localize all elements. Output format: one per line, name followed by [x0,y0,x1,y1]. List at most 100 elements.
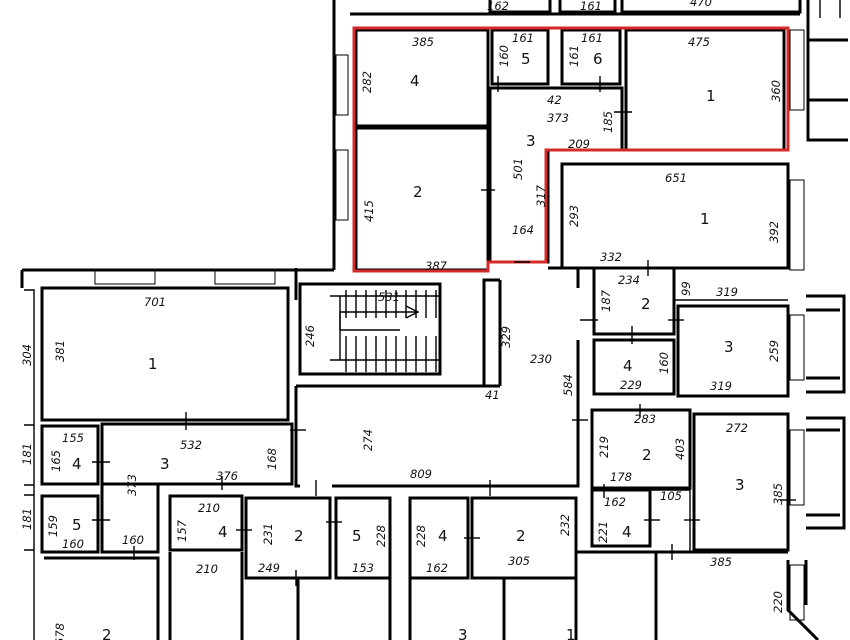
room-number: 4 [438,527,448,545]
room-top-a [488,0,552,14]
dim-label: 210 [196,562,218,576]
window [335,149,349,221]
top-strip [350,0,802,16]
dim-label: 41 [485,388,500,402]
window [214,269,276,285]
room-1-left [40,286,290,422]
room-3-east [692,412,790,552]
dim-label: 220 [771,591,785,613]
dim-label: 157 [175,519,189,542]
dim-label: 162 [426,561,448,575]
room-number: 2 [294,527,304,545]
dim-label: 415 [362,200,376,222]
dim-label: 219 [597,436,611,458]
room-5-upper [490,28,550,86]
room-number: 1 [566,626,576,640]
room-number: 3 [160,455,170,473]
dim-label: 187 [599,289,613,312]
dim-label: 181 [20,443,34,465]
dim-label: 162 [604,495,626,509]
dim-label: 385 [412,35,434,49]
dim-label: 305 [508,554,530,568]
dim-label: 99 [679,281,693,296]
dim-label: 231 [261,523,275,545]
room-number: 3 [724,338,734,356]
dim-label: 470 [690,0,712,9]
staircase [298,282,442,376]
room-number: 1 [148,355,158,373]
dim-label: 293 [567,205,581,227]
dim-label: 317 [534,184,548,207]
dim-label: 329 [499,326,513,348]
dim-label: 232 [558,514,572,536]
east-block [576,404,796,640]
window [789,29,805,111]
room-4-east [590,488,652,548]
dim-label: 155 [62,431,84,445]
dim-label: 42 [547,93,562,107]
dim-label: 161 [581,31,603,45]
room-3-left-lower [100,482,160,554]
dim-label: 319 [716,285,738,299]
room-number: 2 [516,527,526,545]
room-top-c [620,0,802,14]
dim-label: 249 [258,561,280,575]
window [94,269,156,285]
room-number: 3 [526,132,536,150]
middle-bottom-block [44,494,578,640]
dim-label: 160 [62,537,84,551]
dim-label: 332 [600,250,622,264]
dim-label: 283 [634,412,656,426]
dim-label: 578 [53,623,67,640]
dim-label: 584 [561,374,575,396]
windows [94,29,805,621]
dim-label: 229 [620,378,642,392]
dim-label: 385 [710,555,732,569]
dim-label: 360 [769,80,783,102]
dim-label: 161 [580,0,602,13]
dim-label: 385 [771,483,785,505]
dim-label: 228 [414,525,428,547]
dim-label: 272 [726,421,748,435]
dim-label: 532 [180,438,202,452]
right-block [560,162,790,398]
dim-label: 159 [46,515,60,537]
dim-label: 373 [547,111,569,125]
dim-label: 160 [497,45,511,67]
room-4-mid [168,494,244,552]
dim-label: 246 [303,325,317,347]
room-number: 1 [706,87,716,105]
dim-label: 185 [601,111,615,133]
dim-label: 160 [657,352,671,374]
dim-label: 161 [512,31,534,45]
room-6-upper [560,28,622,86]
dim-label: 259 [767,340,781,362]
dim-label: 230 [530,352,552,366]
room-number: 4 [410,72,420,90]
room-number: 5 [72,516,82,534]
room-number: 4 [623,357,633,375]
room-4-right [592,338,676,396]
dim-label: 387 [425,259,448,273]
dim-label: 160 [122,533,144,547]
dim-label: 153 [352,561,374,575]
dim-label: 376 [216,469,238,483]
outer-walls [20,0,848,640]
room-2-east [590,408,692,490]
room-5-mid [334,496,392,580]
room-4-left [40,424,100,486]
dim-label: 304 [20,344,34,366]
window [789,314,805,381]
window [789,179,805,271]
dim-label: 162 [487,0,509,13]
dim-label: 228 [374,525,388,547]
highlighted-unit-outline [352,26,790,273]
room-2-mid [244,496,332,580]
window [789,564,805,621]
dim-label: 161 [567,45,581,67]
dim-label: 403 [673,438,687,460]
room-number: 4 [72,455,82,473]
dim-label: 475 [688,35,710,49]
room-number: 2 [102,626,112,640]
room-number: 5 [352,527,362,545]
